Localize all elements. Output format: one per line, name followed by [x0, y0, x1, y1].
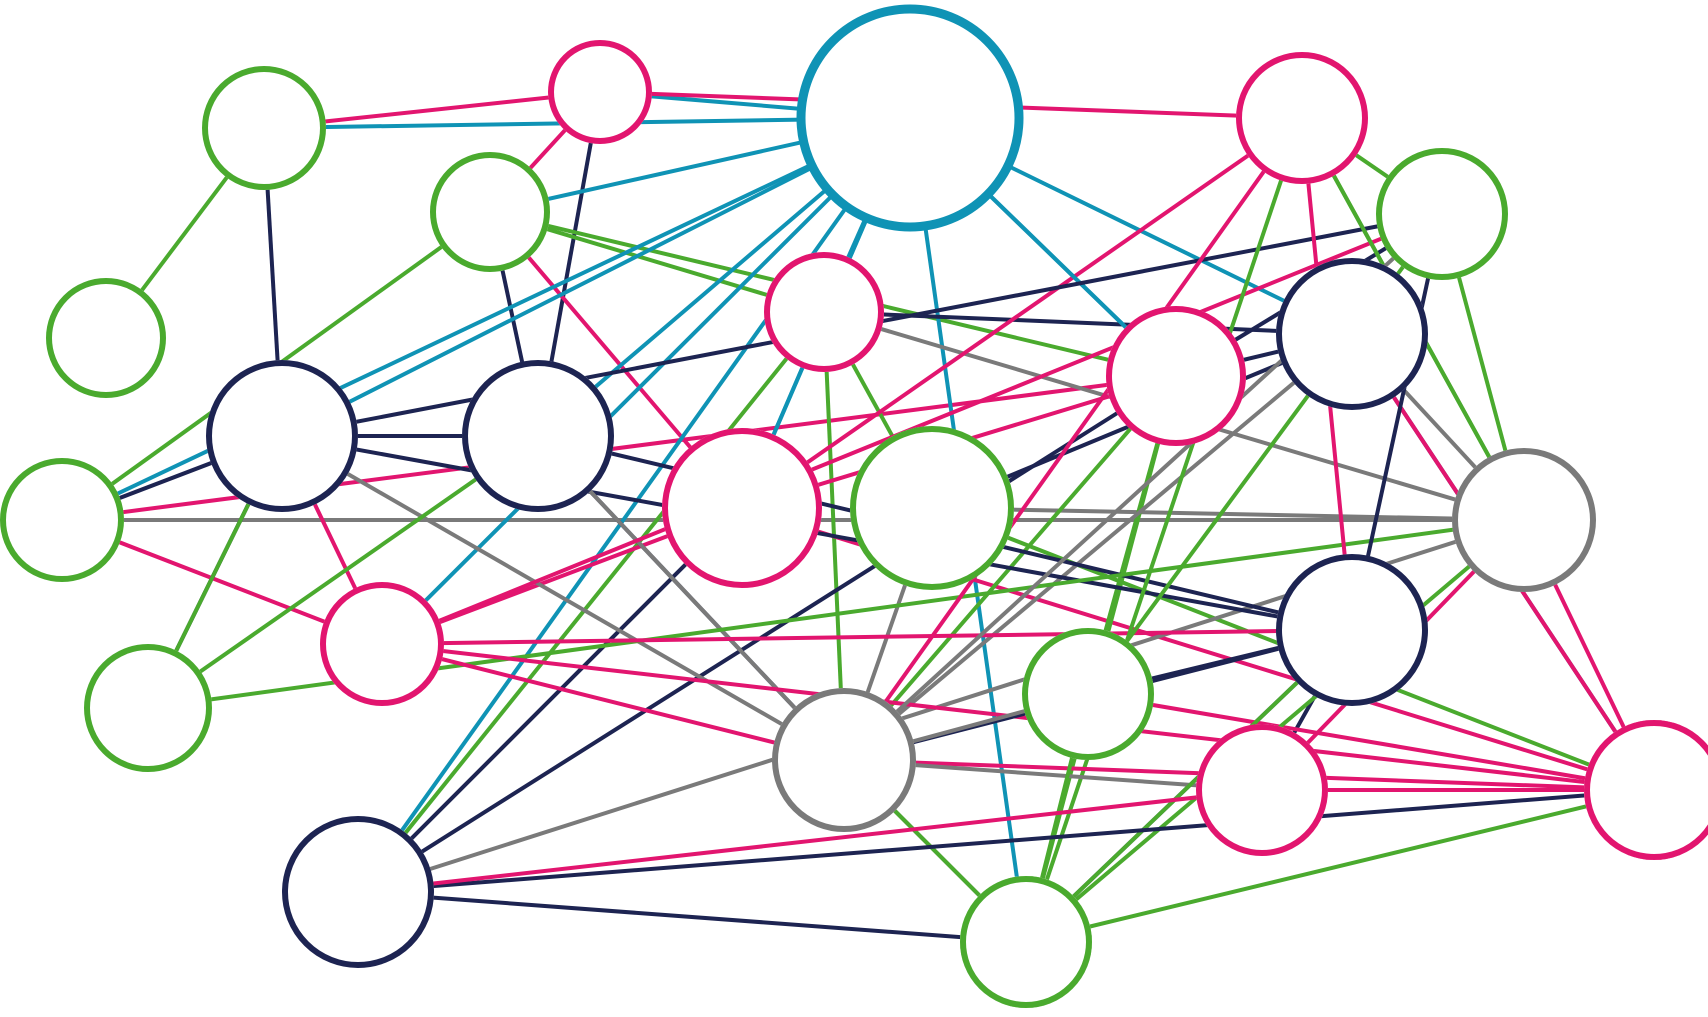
- node-ring: [202, 66, 326, 190]
- node-background: [1106, 306, 1246, 446]
- node-ring: [1276, 258, 1428, 410]
- node-s2: [772, 688, 916, 832]
- node-ring: [796, 4, 1024, 232]
- node-p11: [1106, 306, 1246, 446]
- node-ring: [764, 252, 884, 372]
- edge-p8-f5: [356, 506, 744, 894]
- node-background: [1196, 724, 1328, 856]
- node-ring: [1022, 628, 1154, 760]
- node-ring: [1452, 448, 1596, 592]
- node-s1: [796, 4, 1024, 232]
- edge-p7-f4: [381, 628, 1353, 646]
- node-ring: [1376, 148, 1508, 280]
- node-p19: [1584, 720, 1708, 860]
- node-p18: [1196, 724, 1328, 856]
- node-ring: [282, 816, 434, 968]
- edge-p4-f5: [356, 310, 826, 894]
- node-ring: [548, 40, 652, 144]
- node-background: [206, 360, 358, 512]
- node-p16: [1022, 628, 1154, 760]
- node-background: [960, 876, 1092, 1008]
- edge-p16-p17: [1087, 692, 1655, 792]
- node-ring: [1196, 724, 1328, 856]
- node-p6: [0, 458, 124, 582]
- node-background: [0, 458, 124, 582]
- node-s3: [1452, 448, 1596, 592]
- edge-s1-f1: [281, 116, 911, 438]
- edge-s1-f5: [356, 116, 912, 894]
- nodes-layer: [0, 4, 1708, 1008]
- node-p2: [548, 40, 652, 144]
- edge-p9-s3: [931, 506, 1525, 522]
- edge-f5-p18: [357, 788, 1263, 894]
- node-ring: [206, 360, 358, 512]
- edge-p15-p19: [1025, 788, 1655, 944]
- node-p5: [46, 278, 166, 398]
- node-ring: [960, 876, 1092, 1008]
- node-f5: [282, 816, 434, 968]
- node-background: [1584, 720, 1708, 860]
- node-ring: [84, 644, 212, 772]
- node-p8: [662, 428, 822, 588]
- node-p15: [960, 876, 1092, 1008]
- node-background: [46, 278, 166, 398]
- node-ring: [1106, 306, 1246, 446]
- node-p12: [1236, 52, 1368, 184]
- node-background: [202, 66, 326, 190]
- node-background: [772, 688, 916, 832]
- node-background: [282, 816, 434, 968]
- node-ring: [430, 152, 550, 272]
- node-p10: [84, 644, 212, 772]
- node-background: [798, 6, 1022, 230]
- node-background: [1022, 628, 1154, 760]
- node-background: [1376, 148, 1508, 280]
- edge-f2-p10: [146, 434, 540, 710]
- edge-f5-p17: [357, 788, 1655, 894]
- node-ring: [772, 688, 916, 832]
- node-p7: [320, 582, 444, 706]
- node-background: [662, 428, 822, 588]
- node-p1: [202, 66, 326, 190]
- node-p13: [1376, 148, 1508, 280]
- node-background: [764, 252, 884, 372]
- node-p9: [850, 426, 1014, 590]
- edge-p8-p12: [740, 116, 1304, 510]
- node-f3: [1276, 258, 1428, 410]
- node-ring: [0, 458, 124, 582]
- edge-s1-p7: [380, 116, 912, 646]
- node-background: [84, 644, 212, 772]
- node-ring: [320, 582, 444, 706]
- node-ring: [850, 426, 1014, 590]
- node-ring: [662, 428, 822, 588]
- node-background: [462, 360, 614, 512]
- node-background: [1452, 448, 1596, 592]
- node-ring: [462, 360, 614, 512]
- node-background: [320, 582, 444, 706]
- node-background: [850, 426, 1014, 590]
- edge-p11-f5: [356, 374, 1178, 894]
- node-background: [1236, 52, 1368, 184]
- node-ring: [1276, 554, 1428, 706]
- node-f1: [206, 360, 358, 512]
- node-ring: [1236, 52, 1368, 184]
- edge-p12-p14: [1024, 117, 1304, 943]
- edge-p12-s2: [842, 116, 1304, 762]
- edge-p7-s2: [381, 642, 845, 762]
- edge-p6-s1: [61, 116, 911, 522]
- edge-f5-p14: [357, 890, 1027, 944]
- node-background: [548, 40, 652, 144]
- node-ring: [46, 278, 166, 398]
- node-f2: [462, 360, 614, 512]
- node-p3: [430, 152, 550, 272]
- node-f4: [1276, 554, 1428, 706]
- node-background: [1276, 554, 1428, 706]
- node-background: [1276, 258, 1428, 410]
- node-ring: [1584, 720, 1708, 860]
- node-p4: [764, 252, 884, 372]
- node-background: [430, 152, 550, 272]
- edge-f3-s2: [842, 332, 1354, 762]
- edge-f1-s2: [281, 434, 845, 762]
